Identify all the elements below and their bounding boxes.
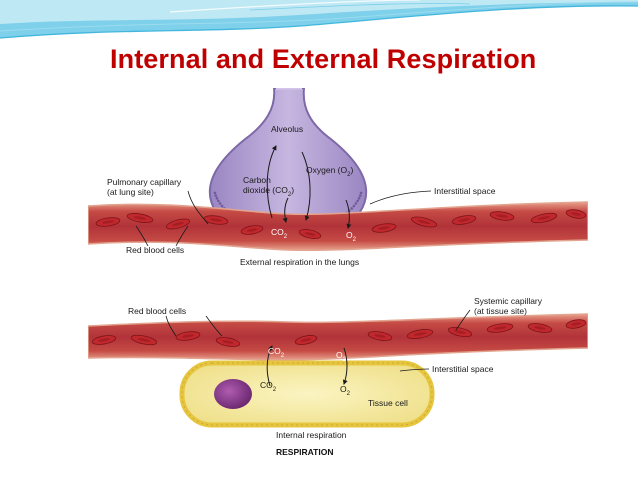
tissue-cell [179,360,435,428]
caption-external-respiration: External respiration in the lungs [240,257,359,267]
leader-rbc-top-2 [175,225,189,247]
label-red-blood-cells-bottom: Red blood cells [128,306,186,316]
label-oxygen: Oxygen (O2) [306,165,353,178]
label-tissue-cell: Tissue cell [368,398,408,408]
label-co2-flow-top: CO2 [271,227,288,240]
pulmonary-capillary [88,201,588,252]
respiration-diagram: Alveolus Oxygen (O2) Carbon dioxide (CO2… [88,88,588,457]
label-red-blood-cells-top: Red blood cells [126,245,184,255]
leader-interstitial-bottom [399,368,430,372]
label-interstitial-space-bottom: Interstitial space [432,364,494,374]
leader-rbc-bottom-2 [205,315,223,337]
label-o2-cell: O2 [340,384,351,397]
decorative-waves [0,0,638,39]
gas-exchange-arrows-bottom [266,345,348,387]
label-systemic-capillary: Systemic capillary [474,296,543,306]
label-tissue-site: (at tissue site) [474,306,527,316]
slide-title: Internal and External Respiration [110,44,537,74]
label-pulmonary-capillary: Pulmonary capillary [107,177,182,187]
label-interstitial-space-top: Interstitial space [434,186,496,196]
top-labels: Alveolus Oxygen (O2) Carbon dioxide (CO2… [107,124,496,267]
label-o2-flow-mid: O2 [336,350,347,363]
nucleus [214,379,252,409]
leader-interstitial-top [369,190,432,205]
label-lung-site: (at lung site) [107,187,154,197]
label-co2-cell: CO2 [260,380,277,393]
caption-internal-respiration: Internal respiration [276,430,347,440]
leader-rbc-bottom-1 [165,315,177,337]
gas-exchange-arrows-top [266,145,352,229]
label-alveolus: Alveolus [271,124,303,134]
label-co2-flow-mid: CO2 [268,346,285,359]
label-carbon: Carbon [243,175,271,185]
label-carbon-dioxide: dioxide (CO2) [243,185,294,198]
label-o2-flow-top: O2 [346,230,357,243]
leader-pulmonary [187,190,209,225]
bottom-labels: Red blood cells Systemic capillary (at t… [128,296,543,457]
leader-systemic [455,309,471,331]
leader-rbc-top-1 [135,225,149,247]
footer-respiration: RESPIRATION [276,447,333,457]
